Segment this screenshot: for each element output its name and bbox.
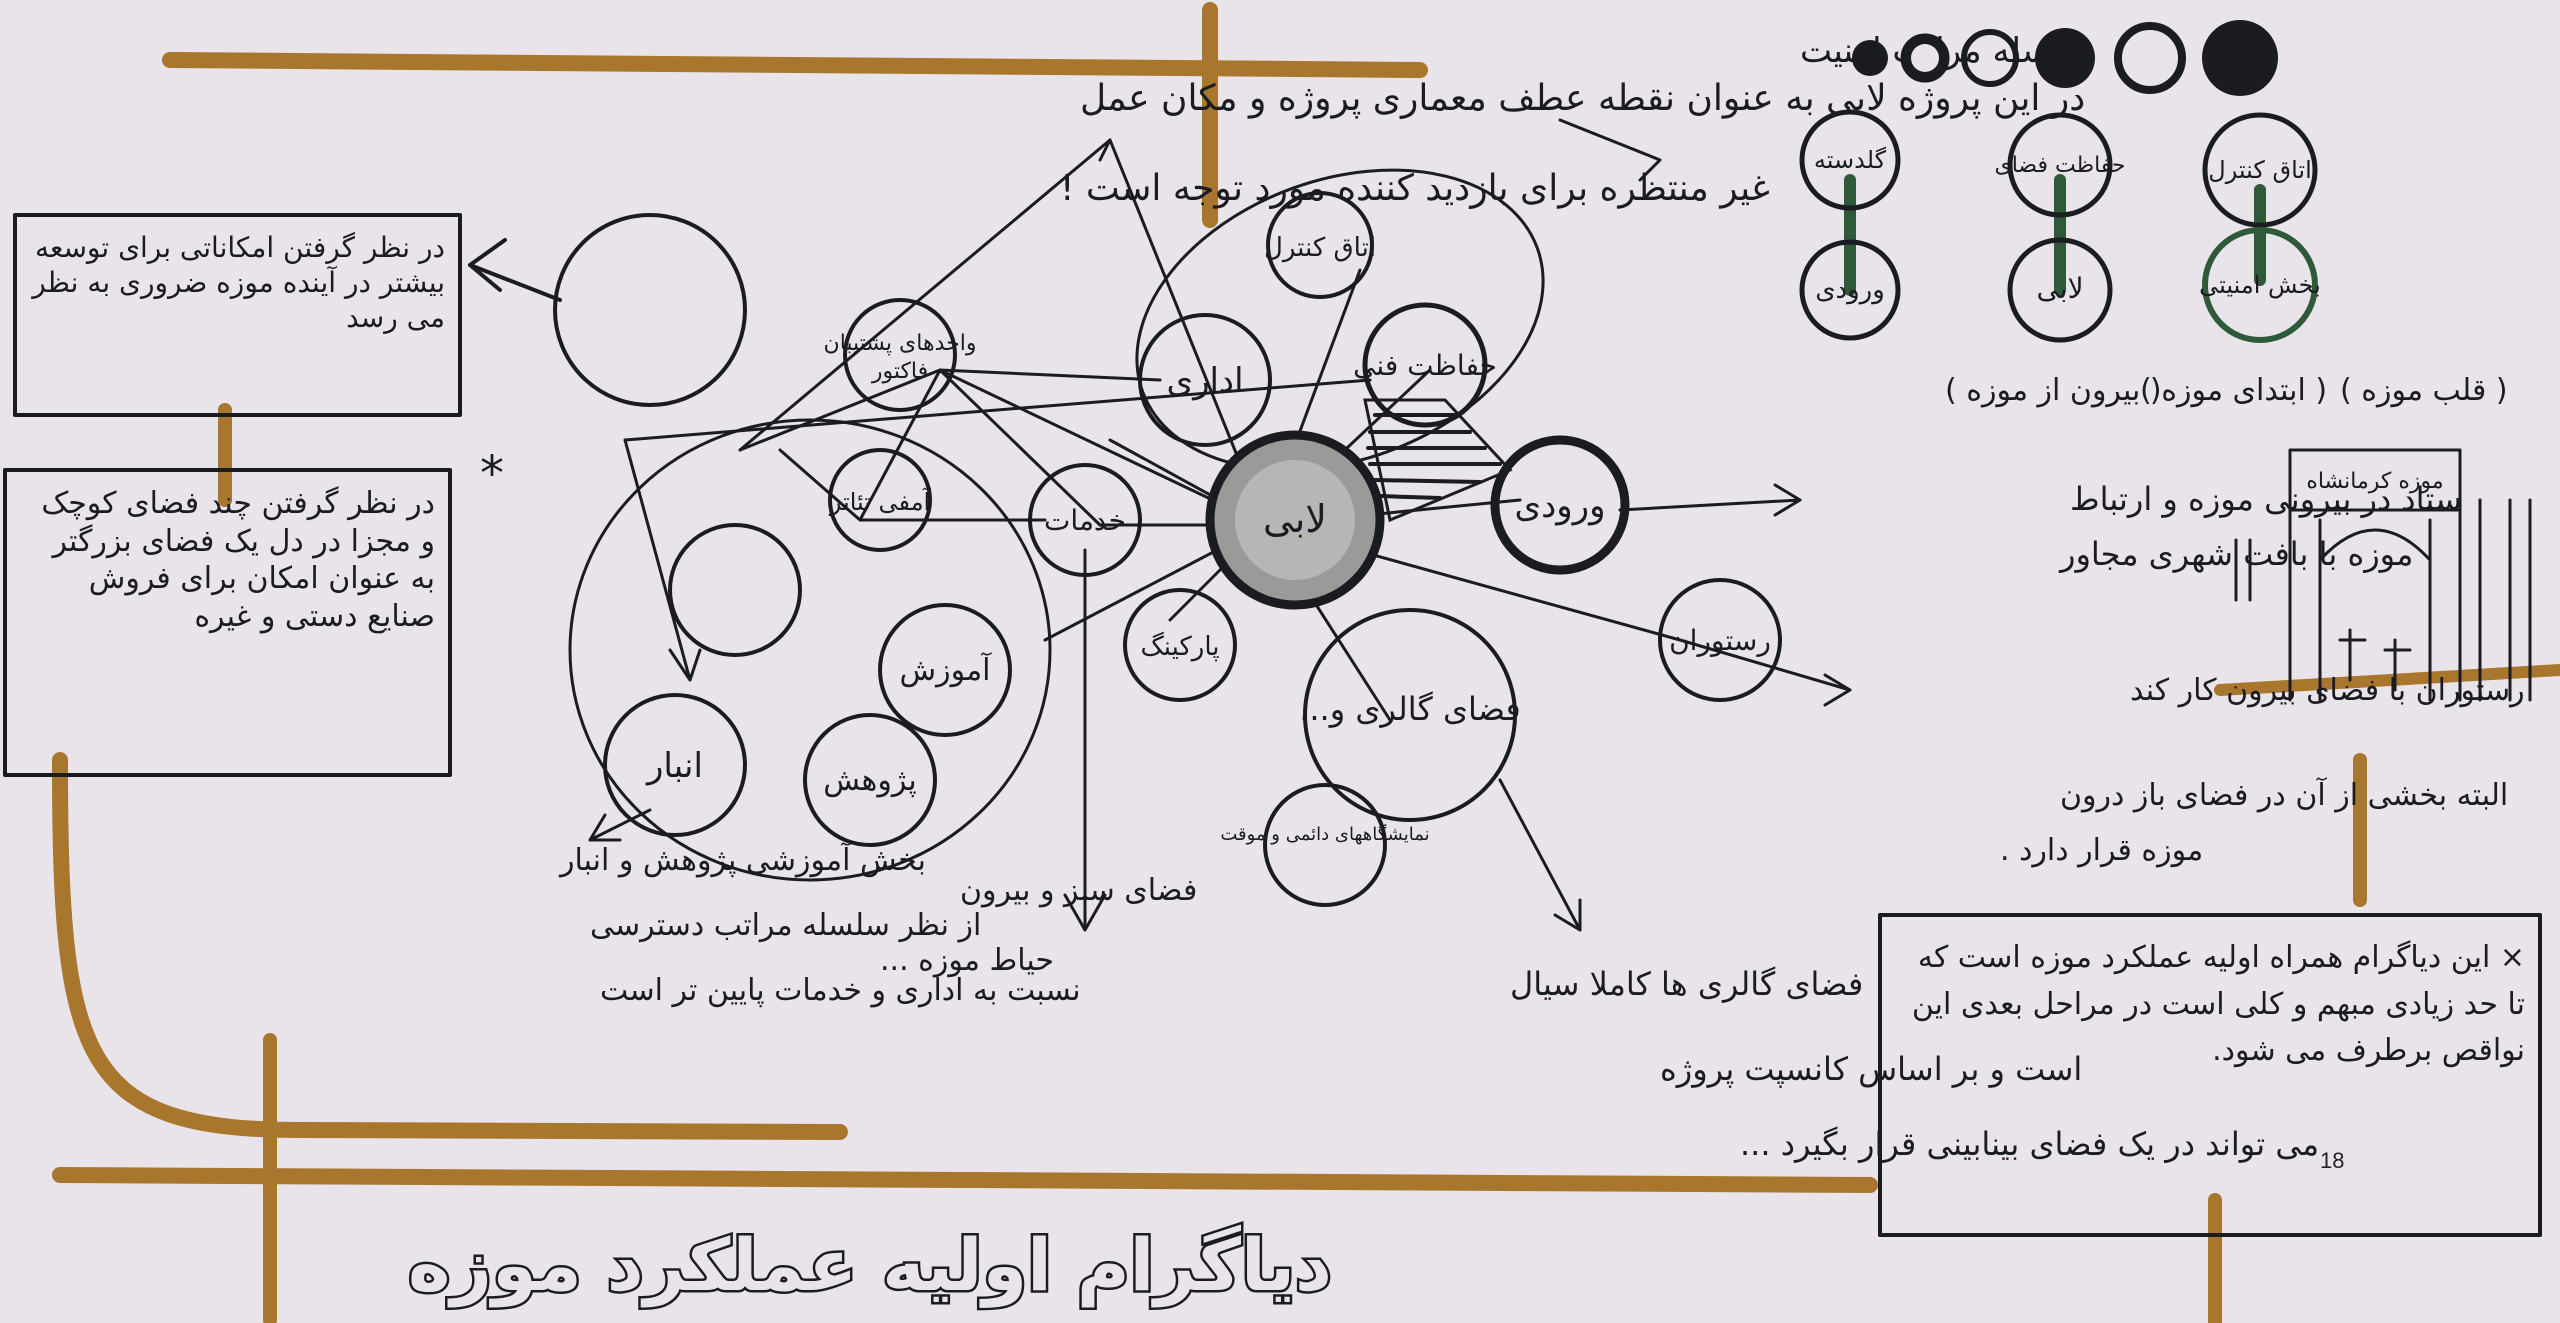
green-note-2: حیاط موزه ... — [880, 943, 1054, 978]
hierarchy-dot-2-inner — [1911, 44, 1939, 72]
svg-text:نمایشگاههای دائمی و موقت: نمایشگاههای دائمی و موقت — [1220, 823, 1429, 845]
svg-text:آموزش: آموزش — [899, 652, 992, 688]
svg-text:ورودی: ورودی — [1514, 486, 1605, 526]
hierarchy-dot-1 — [1852, 40, 1888, 76]
expansion-circle — [468, 213, 747, 407]
restaurant-note-3: موزه قرار دارد . — [2000, 833, 2203, 868]
road-right — [2214, 664, 2560, 696]
pair2-caption: ( ابتدای موزه ) — [2140, 373, 2327, 408]
svg-text:انبار: انبار — [645, 746, 703, 786]
svg-text:اتاق کنترل: اتاق کنترل — [1264, 233, 1376, 263]
node-education: آموزش — [878, 603, 1012, 737]
svg-text:واحدهای پشتیبان: واحدهای پشتیبان — [824, 331, 977, 356]
gallery-note-3: می تواند در یک فضای بینابینی قرار بگیرد … — [1740, 1125, 2319, 1163]
entrance-note-2: موزه با بافت شهری مجاور — [2058, 535, 2413, 573]
pair3-top: گلدسته — [1814, 146, 1887, 174]
hierarchy-dot-3 — [1961, 29, 2019, 87]
note-box-1-text: در نظر گرفتن امکاناتی برای توسعه بیشتر د… — [32, 231, 445, 334]
enclosure-education — [568, 418, 1052, 882]
pair1-bottom: بخش امنیتی — [2199, 271, 2321, 299]
bottom-left-note-2: از نظر سلسله مراتب دسترسی — [590, 908, 981, 943]
svg-text:پژوهش: پژوهش — [823, 763, 916, 798]
hierarchy-legend: سلسله مراتب امنیت — [1800, 20, 2278, 96]
restaurant-note-2: البته بخشی از آن در فضای باز درون — [2060, 777, 2508, 813]
svg-text:پارکینگ: پارکینگ — [1140, 631, 1219, 662]
top-note-1: در این پروژه لابی به عنوان نقطه عطف معما… — [1080, 78, 2085, 119]
page-number: 18 — [2320, 1148, 2345, 1173]
node-storage: انبار — [603, 693, 747, 837]
svg-text:فاکتور: فاکتور — [871, 359, 928, 384]
note-box-3 — [1878, 913, 2542, 1237]
restaurant-note-1: رستوران با فضای بیرون کار کند — [2130, 673, 2525, 708]
connector-lines — [588, 118, 1852, 932]
bottom-left-note-3: نسبت به اداری و خدمات پایین تر است — [600, 973, 1081, 1008]
asterisk-mark: * — [480, 446, 504, 502]
pair1-caption: ( قلب موزه ) — [2340, 373, 2508, 408]
node-protection: حفاظت فنی — [1353, 302, 1497, 428]
node-facilities: واحدهای پشتیبان فاکتور — [824, 298, 977, 412]
road-top — [162, 52, 1428, 78]
node-exhibits: نمایشگاههای دائمی و موقت — [1220, 783, 1430, 907]
node-empty — [668, 523, 802, 657]
road-bottom-left-curve — [52, 752, 848, 1140]
svg-text:آمفی تئاتر: آمفی تئاتر — [829, 487, 932, 516]
note-box-2 — [3, 468, 452, 777]
pair2-top: حفاظت فضای — [1994, 153, 2125, 178]
svg-text:حفاظت فنی: حفاظت فنی — [1353, 349, 1497, 382]
node-research: پژوهش — [803, 713, 937, 847]
hierarchy-dot-6 — [2202, 20, 2278, 96]
gallery-note-1: فضای گالری ها کاملا سیال — [1510, 965, 1863, 1003]
note-box-3-text: × این دیاگرام همراه اولیه عملکرد موزه اس… — [1911, 940, 2525, 1068]
gallery-note-2: است و بر اساس کانسپت پروژه — [1660, 1050, 2082, 1088]
svg-text:فضای گالری و...: فضای گالری و... — [1299, 690, 1521, 728]
hierarchy-dot-5 — [2114, 22, 2186, 94]
top-note-2: غیر منتظره برای بازدید کننده مورد توجه ا… — [1060, 168, 1770, 209]
node-restaurant: رستوران — [1658, 578, 1782, 702]
note-box-2-text: در نظر گرفتن چند فضای کوچک و مجزا در دل … — [41, 486, 435, 634]
node-gallery: فضای گالری و... — [1299, 608, 1521, 822]
pair1-top: اتاق کنترل — [2208, 156, 2312, 184]
entrance-note-1: ستاد در بیرونی موزه و ارتباط — [2070, 480, 2462, 518]
node-services: خدمات — [1028, 463, 1142, 577]
node-entrance: ورودی — [1490, 435, 1630, 575]
page-title: دیاگرام اولیه عملکرد موزه — [408, 1223, 1332, 1308]
svg-text:لابی: لابی — [1263, 497, 1327, 541]
svg-text:موزه کرمانشاه: موزه کرمانشاه — [2306, 469, 2443, 494]
road-lines — [52, 2, 2560, 1323]
svg-text:خدمات: خدمات — [1044, 504, 1126, 537]
green-note-1: فضای سبز و بیرون — [960, 873, 1197, 908]
hierarchy-dot-4 — [2035, 28, 2095, 88]
svg-text:اداری: اداری — [1166, 361, 1243, 401]
bottom-left-note-1: بخش آموزشی پژوهش و انبار — [558, 842, 926, 878]
node-admin: اداری — [1138, 313, 1272, 447]
svg-text:رستوران: رستوران — [1669, 624, 1771, 657]
pair2-bottom: لابی — [2036, 272, 2083, 305]
road-bottom — [52, 1167, 1878, 1193]
node-parking: پارکینگ — [1123, 588, 1237, 702]
legend-pairs: گلدسته ورودی حفاظت فضای لابی اتاق کنترل … — [1799, 109, 2508, 408]
node-lobby: لابی — [1205, 430, 1385, 610]
pair3-caption: ( بیرون از موزه ) — [1945, 373, 2162, 408]
note-box-1 — [13, 213, 462, 417]
entrance-sign-sketch: موزه کرمانشاه — [2234, 448, 2532, 702]
node-amphitheater: آمفی تئاتر — [828, 448, 932, 552]
pair3-bottom: ورودی — [1815, 275, 1885, 305]
node-control: اتاق کنترل — [1264, 191, 1376, 299]
